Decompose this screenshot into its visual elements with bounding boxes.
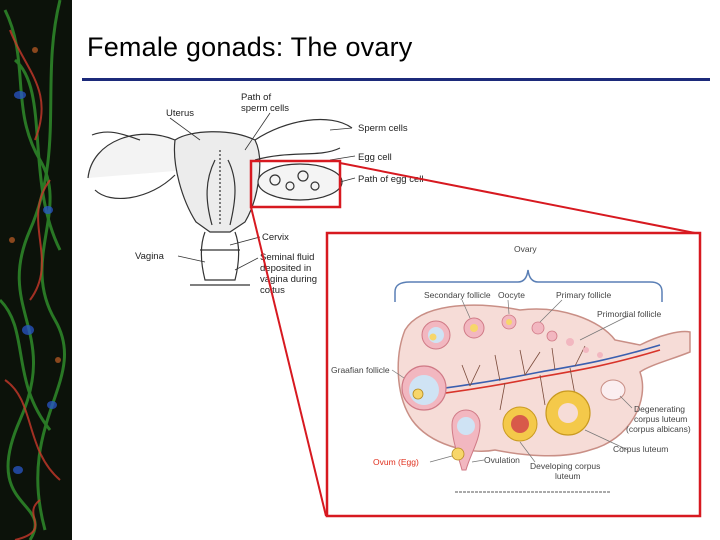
title-underline [82,78,710,81]
label-cervix: Cervix [262,232,289,243]
uterus-leader-lines [169,112,356,271]
label-vagina: Vagina [135,251,165,262]
fluorescence-micrograph-strip [0,0,72,540]
label-corpus-luteum: Corpus luteum [613,444,668,454]
label-path-of: Path of [241,92,271,103]
uterus-sketch [87,118,353,286]
label-ovum: Ovum (Egg) [373,457,419,467]
label-oocyte: Oocyte [498,290,525,300]
label-primordial-follicle: Primordial follicle [597,309,662,319]
micrograph-image [0,0,72,540]
label-path-of-egg-cell: Path of egg cell [358,174,424,185]
label-seminal-2: deposited in [260,263,311,274]
label-ovulation: Ovulation [484,455,520,465]
ovary-brace [394,269,663,302]
label-seminal-4: coitus [260,285,285,296]
highlight-box [249,159,342,209]
label-degenerating-2: corpus luteum [634,414,687,424]
label-sperm-cells: Sperm cells [358,123,408,134]
label-egg-cell: Egg cell [358,152,392,163]
label-ovary: Ovary [514,244,537,254]
label-graafian-follicle: Graafian follicle [331,365,390,375]
label-degenerating-1: Degenerating [634,404,685,414]
ovary-cross-section [397,304,691,471]
label-uterus: Uterus [166,108,194,119]
label-degenerating-3: (corpus albicans) [626,424,691,434]
label-developing-2: luteum [555,471,581,481]
ovary-leader-lines [391,299,633,463]
label-seminal-3: vagina during [260,274,317,285]
zoom-line-left [250,206,327,517]
label-sperm-cells-path: sperm cells [241,103,289,114]
zoom-line-right [339,162,701,235]
label-developing-1: Developing corpus [530,461,600,471]
label-primary-follicle: Primary follicle [556,290,612,300]
slide-title: Female gonads: The ovary [87,32,413,62]
label-seminal-1: Seminal fluid [260,252,314,263]
label-secondary-follicle: Secondary follicle [424,290,491,300]
